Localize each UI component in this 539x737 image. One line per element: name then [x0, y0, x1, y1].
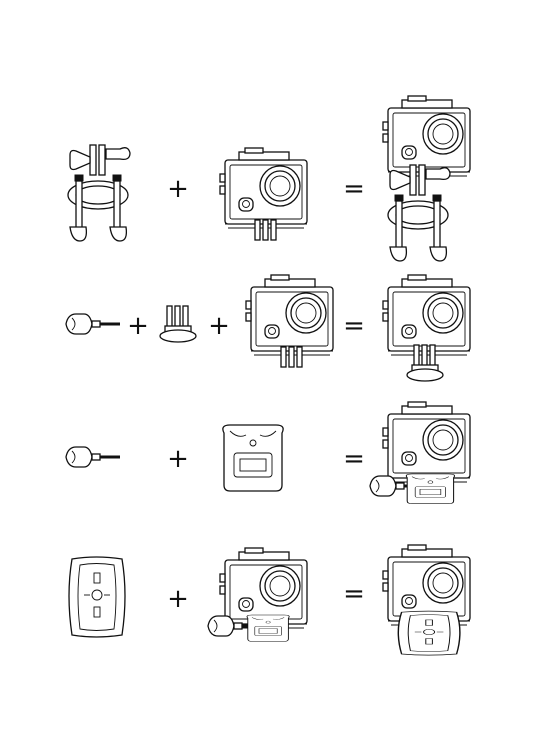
row-1: + =	[68, 96, 470, 261]
housing-fingers	[281, 347, 302, 367]
equals-operator: =	[343, 444, 365, 474]
curved-adhesive-mount-icon	[398, 611, 460, 655]
camera-housing-icon	[383, 96, 470, 176]
plus-operator: +	[167, 584, 189, 614]
plus-operator: +	[127, 311, 149, 341]
handlebar-mount-icon	[68, 145, 130, 241]
camera-housing-icon	[246, 275, 333, 355]
thumb-screw-icon	[66, 314, 120, 334]
quick-release-buckle-icon	[406, 474, 454, 504]
row-3: + =	[66, 402, 470, 504]
quick-release-buckle-icon	[247, 615, 289, 641]
thumb-screw-icon	[66, 447, 120, 467]
plus-operator: +	[208, 311, 230, 341]
equals-operator: =	[343, 311, 365, 341]
plus-operator: +	[167, 174, 189, 204]
camera-housing-icon	[220, 148, 307, 228]
housing-fingers	[255, 220, 276, 240]
equals-operator: =	[343, 174, 365, 204]
row-4: + =	[69, 545, 470, 655]
camera-housing-icon	[383, 275, 470, 355]
curved-adhesive-mount-icon	[69, 557, 125, 637]
plus-operator: +	[167, 444, 189, 474]
handlebar-mount-icon	[388, 165, 450, 261]
quick-release-buckle-icon	[223, 425, 283, 491]
camera-housing-icon	[383, 402, 470, 482]
row-2: + + =	[66, 275, 470, 381]
equals-operator: =	[343, 579, 365, 609]
tripod-adapter-icon	[160, 306, 196, 342]
